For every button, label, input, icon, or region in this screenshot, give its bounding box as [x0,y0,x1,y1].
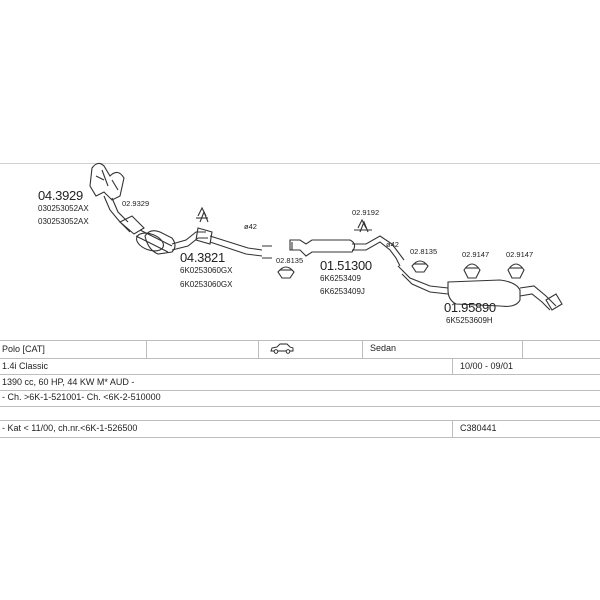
clamp-label: 02.8135 [276,256,303,265]
clamp-label: 02.8135 [410,247,437,256]
engine-specs: 1390 cc, 60 HP, 44 KW M* AUD - [2,377,135,387]
part-code: 6K6253409J [320,287,365,296]
car-icon [270,343,294,357]
part-number-04-3929: 04.3929 [38,188,83,203]
hanger-label: 02.9147 [462,250,489,259]
part-code: 6K5253609H [446,316,493,325]
catalytic-converter-part [144,227,263,257]
part-code: 6K6253409 [320,274,361,283]
manifold-catalyst-part [89,162,173,253]
catalyst-note: - Kat < 11/00, ch.nr.<6K-1-526500 [2,423,138,433]
body-type: Sedan [370,343,397,353]
part-code: 030253052AX [38,217,89,226]
clamp-02-8135-right [411,260,429,273]
clamp-02-8135-left [277,266,295,279]
middle-silencer-part [289,235,405,267]
clamp-label: 02.9329 [122,199,149,208]
hanger-label: 02.9147 [506,250,533,259]
hanger-02-9147-left [463,263,481,279]
production-years: 10/00 - 09/01 [460,361,514,371]
hanger-02-9147-right [507,263,525,279]
chassis-range: - Ch. >6K-1-521001- Ch. <6K-2-510000 [2,392,161,402]
diameter-label: ø42 [244,222,257,231]
top-divider [0,163,600,164]
part-number-04-3821: 04.3821 [180,250,225,265]
engine-variant: 1.4i Classic [2,361,49,371]
rear-silencer-part [397,265,563,311]
part-code: 030253052AX [38,204,89,213]
part-code: 6K0253060GX [180,280,233,289]
clamp-02-9192 [354,218,372,233]
diameter-label: ø42 [386,240,399,249]
model-name: Polo [CAT] [2,344,45,354]
clamp-label: 02.9192 [352,208,379,217]
catalog-code: C380441 [460,423,497,433]
part-number-01-51300: 01.51300 [320,258,372,273]
clamp-02-9329 [196,206,209,223]
part-code: 6K0253060GX [180,266,233,275]
part-number-01-95890: 01.95890 [444,300,496,315]
exhaust-diagram: 04.3929 030253052AX 030253052AX 02.9329 … [38,162,563,325]
pipe-end [262,245,272,259]
vehicle-info-table: Polo [CAT] Sedan 1.4i Classic 10/00 - 09… [0,340,600,440]
